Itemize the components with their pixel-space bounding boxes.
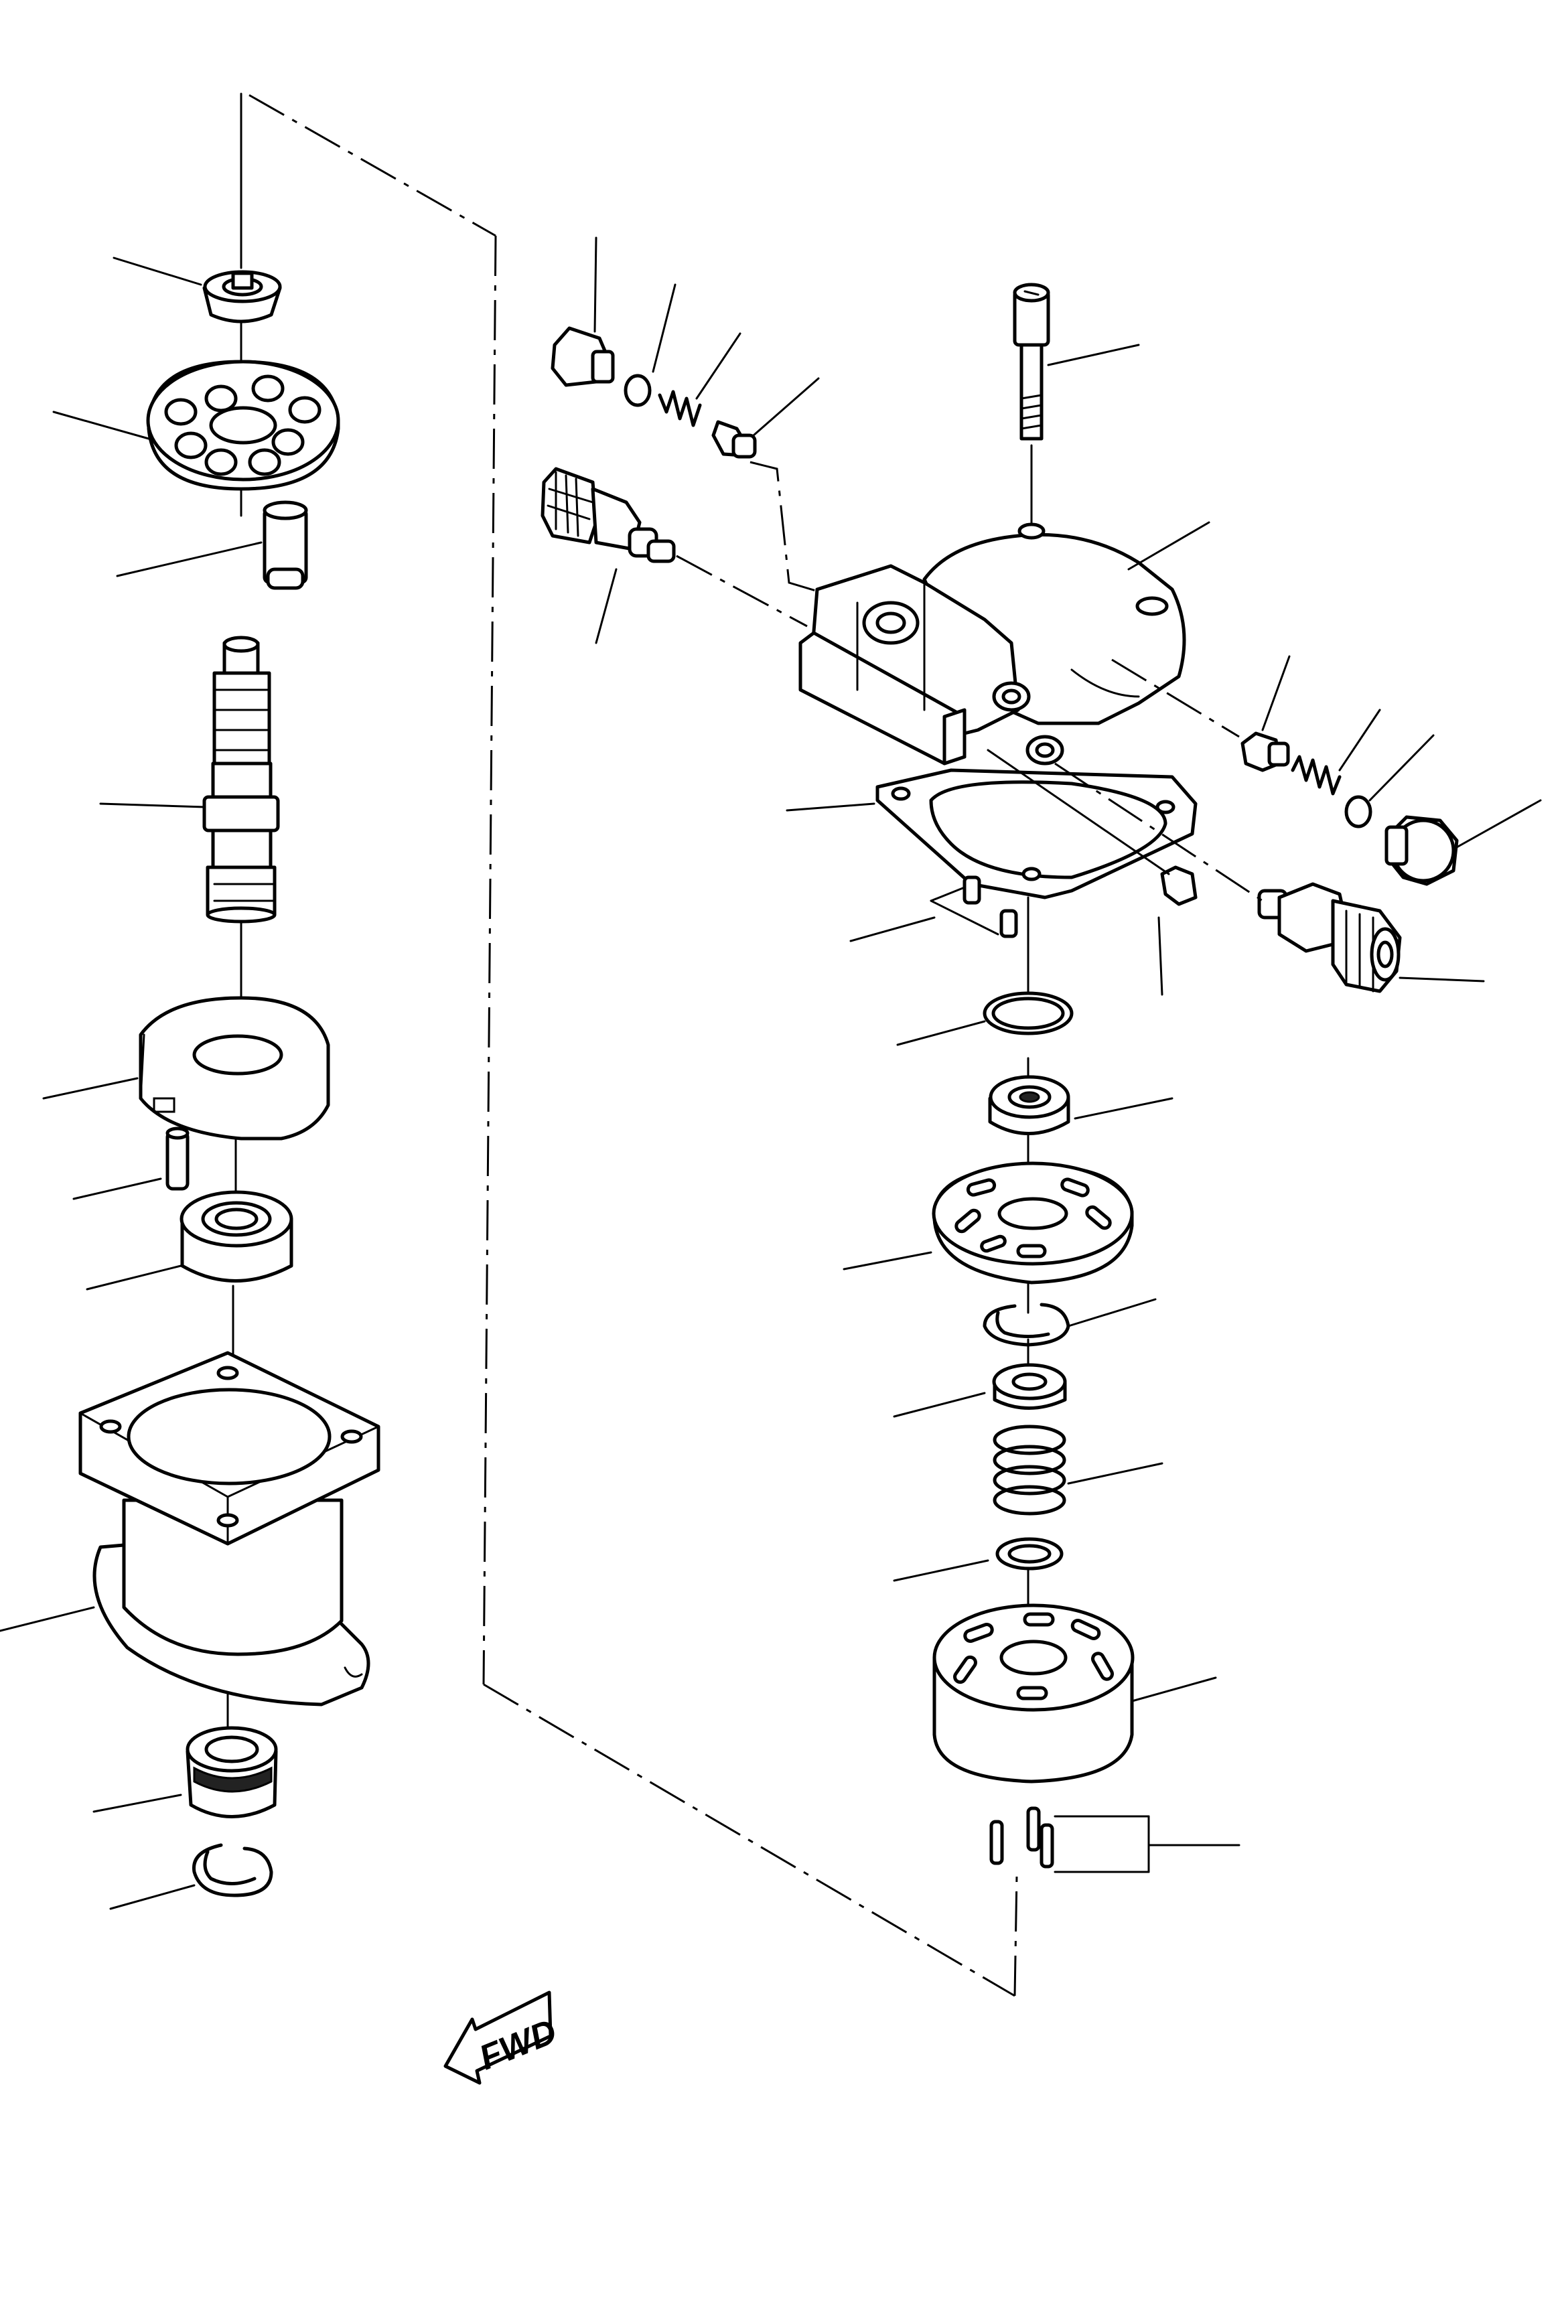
relief-valve-left (541, 467, 676, 563)
leader-dowel-pins (849, 916, 936, 942)
plug-small (1160, 865, 1198, 906)
centerline-right-group (1111, 658, 1240, 738)
plug-right (1384, 815, 1459, 886)
leader-poppet-right (1261, 655, 1291, 731)
leader-gasket (786, 802, 875, 812)
leader-oil-seal (92, 1794, 182, 1813)
centerline-poppet-upper (750, 461, 823, 594)
leader-end-cover (1127, 521, 1210, 571)
leader-poppet-upper (752, 377, 820, 437)
leader-plug-upper (593, 236, 597, 333)
spring-seat (992, 1363, 1067, 1410)
pins (989, 1806, 1150, 1873)
leader-relief-valve-left (595, 568, 618, 644)
oil-seal (186, 1726, 278, 1818)
leader-snap-ring-right (1067, 1298, 1157, 1327)
leader-housing (0, 1606, 95, 1632)
gasket (875, 768, 1198, 899)
washer (995, 1537, 1064, 1571)
leader-ball-bearing (86, 1264, 182, 1291)
assembly-boundary-lines (248, 94, 1018, 1997)
leader-washer (893, 1559, 989, 1582)
leader-plug-right (1455, 799, 1542, 849)
cylinder-block (932, 1603, 1135, 1784)
leader-port-plate (843, 1251, 932, 1270)
cap-bolt (1013, 283, 1050, 441)
leader-piston (116, 541, 263, 577)
spring-large (993, 1425, 1066, 1516)
poppet-upper (711, 420, 757, 459)
centerline-plug-small (987, 749, 1170, 875)
leader-plug-small (1157, 916, 1163, 996)
centerline-relief-valve-right (1054, 762, 1263, 902)
leader-cap-bolt (1047, 344, 1140, 366)
leader-snap-ring-left (109, 1884, 196, 1910)
leader-spring-upper (695, 332, 741, 400)
leader-shaft (99, 802, 206, 808)
piston (263, 500, 308, 590)
centerline-relief-valve-left (676, 555, 808, 628)
fwd-arrow: FWD (443, 1990, 562, 2085)
leader-spring-seat (893, 1392, 986, 1418)
poppet-right (1240, 731, 1290, 772)
port-plate (932, 1161, 1134, 1285)
shaft (202, 636, 280, 924)
leader-swash-block (42, 1077, 139, 1100)
leader-spring-large (1067, 1462, 1163, 1485)
o-ring-large (983, 991, 1074, 1035)
leader-needle-bearing (1074, 1097, 1173, 1120)
bushing (202, 270, 282, 323)
relief-plug-upper (551, 326, 615, 387)
leader-pin (72, 1177, 162, 1200)
ball-bearing (180, 1190, 293, 1283)
relief-valve-right (1257, 882, 1402, 993)
o-ring-upper (624, 374, 652, 407)
snap-ring-left (192, 1843, 273, 1897)
pin (165, 1127, 190, 1191)
leader-o-ring-upper (652, 283, 676, 373)
valve-plate (146, 360, 340, 491)
dowel-pins (930, 875, 1018, 938)
leader-bushing (113, 257, 202, 286)
swash-block (139, 996, 330, 1141)
leader-spring-right (1338, 709, 1381, 772)
housing (78, 1351, 380, 1706)
leader-cylinder-block (1131, 1676, 1217, 1702)
leader-o-ring-large (896, 1020, 986, 1046)
end-cover (798, 522, 1186, 766)
leader-valve-plate (52, 411, 150, 440)
leader-o-ring-right (1368, 734, 1435, 802)
spring-right (1291, 755, 1342, 796)
needle-bearing (988, 1075, 1070, 1135)
leader-relief-valve-right (1399, 976, 1485, 983)
spring-upper (658, 390, 702, 427)
snap-ring-right (983, 1303, 1070, 1347)
o-ring-right (1344, 795, 1372, 828)
